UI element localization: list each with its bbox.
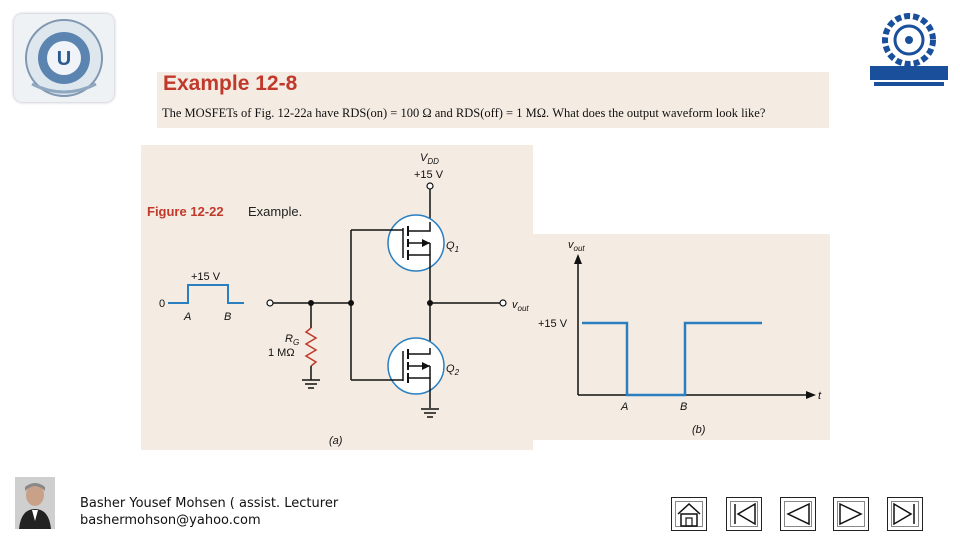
author-email: bashermohson@yahoo.com [80, 513, 261, 528]
author-photo [15, 477, 55, 529]
input-point-b: B [224, 311, 231, 323]
mosfet-q2 [387, 337, 445, 408]
input-zero: 0 [159, 298, 165, 310]
example-question: The MOSFETs of Fig. 12-22a have RDS(on) … [162, 106, 766, 120]
svg-text:vout: vout [568, 239, 585, 253]
svg-text:U: U [57, 48, 71, 70]
vout-axis-sub: out [574, 244, 586, 253]
panel-label-a: (a) [329, 435, 343, 447]
previous-button[interactable] [780, 497, 816, 531]
svg-text:vout: vout [512, 299, 529, 313]
svg-text:Q1: Q1 [446, 240, 459, 254]
svg-text:Q2: Q2 [446, 363, 460, 377]
svg-text:VDD: VDD [420, 152, 439, 166]
rg-value: 1 MΩ [268, 347, 295, 359]
vdd-sub: DD [427, 157, 439, 166]
rg-label: R [285, 333, 293, 345]
q2-label: Q [446, 363, 455, 375]
home-icon [677, 502, 701, 527]
mosfet-q1 [387, 214, 445, 272]
vout-axis-label: v [568, 239, 575, 251]
vdd-value: +15 V [414, 169, 444, 181]
last-slide-button[interactable] [887, 497, 923, 531]
input-point-a: A [183, 311, 191, 323]
time-axis-label: t [818, 390, 822, 402]
example-title: Example 12-8 [163, 72, 298, 95]
vout-label: v [512, 299, 519, 311]
q2-sub: 2 [454, 368, 460, 377]
author-name: Basher Yousef Mohsen ( assist. Lecturer [80, 496, 339, 511]
university-logo: U [14, 14, 114, 102]
home-button[interactable] [671, 497, 707, 531]
next-icon [839, 502, 863, 526]
previous-icon [786, 502, 810, 526]
vdd-label: V [420, 152, 429, 164]
example-banner [157, 72, 829, 128]
waveform-tick-b: B [680, 401, 687, 413]
vout-sub: out [518, 304, 530, 313]
output-waveform [582, 321, 762, 397]
rg-sub: G [293, 338, 299, 347]
svg-text:RG: RG [285, 333, 299, 347]
q1-label: Q [446, 240, 455, 252]
input-level: +15 V [191, 271, 221, 283]
panel-label-b: (b) [692, 424, 706, 436]
figure-b-panel [533, 234, 830, 440]
first-slide-icon [734, 502, 756, 526]
q1-sub: 1 [455, 245, 459, 254]
next-button[interactable] [833, 497, 869, 531]
first-slide-button[interactable] [726, 497, 762, 531]
waveform-level: +15 V [538, 318, 568, 330]
figure-caption-text: Example. [248, 204, 302, 219]
figure-a-panel [141, 145, 533, 450]
last-slide-icon [893, 502, 915, 526]
figure-caption-label: Figure 12-22 [147, 204, 224, 219]
waveform-tick-a: A [620, 401, 628, 413]
college-logo [866, 8, 952, 94]
